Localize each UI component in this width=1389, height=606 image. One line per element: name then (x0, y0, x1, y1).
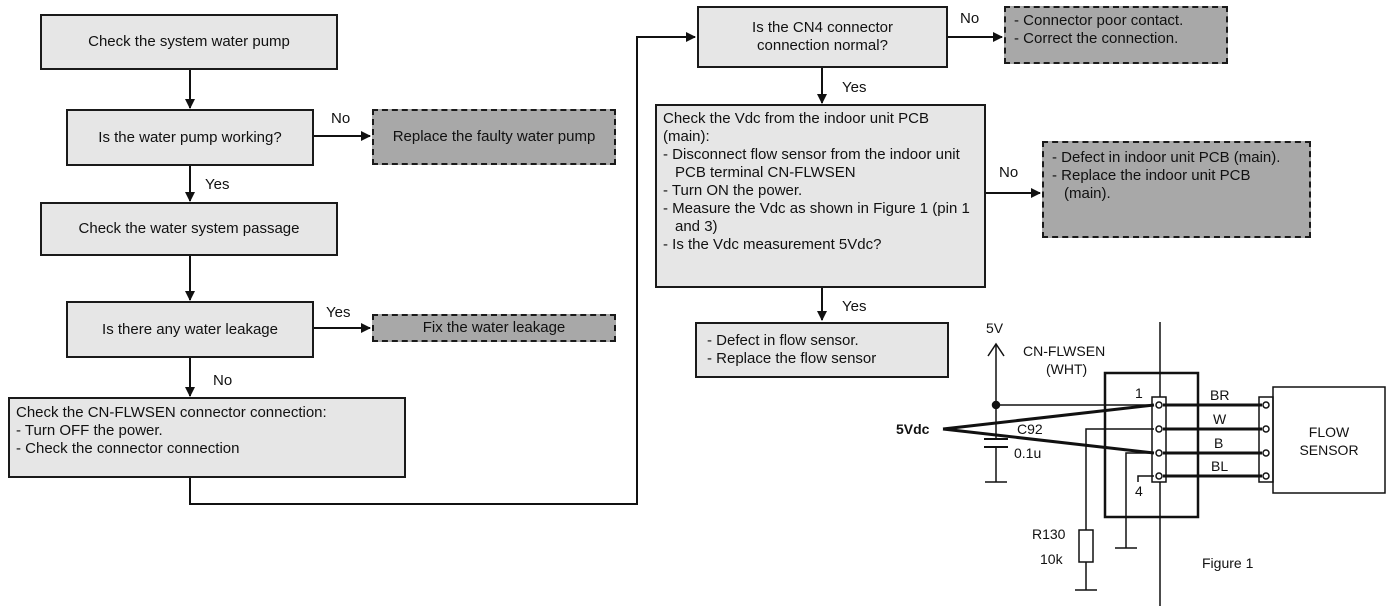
result-replace-pump: Replace the faulty water pump (372, 109, 616, 165)
decision-cn4: Is the CN4 connector connection normal? (697, 6, 948, 68)
label-yes-cn4: Yes (842, 79, 867, 96)
step-check-pump-text: Check the system water pump (88, 33, 290, 50)
step-check-connector-item: - Turn OFF the power. (16, 422, 163, 439)
result-fix-leak: Fix the water leakage (372, 314, 616, 342)
label-sensor-line1: FLOW (1309, 424, 1350, 440)
decision-leakage: Is there any water leakage (66, 301, 314, 358)
result-cn4-no-list: - Connector poor contact. - Correct the … (1014, 12, 1218, 48)
sensor-pin-strip (1258, 396, 1274, 483)
label-wire-b: B (1214, 435, 1223, 451)
result-pcb-defect: - Defect in indoor unit PCB (main). - Re… (1042, 141, 1311, 238)
step-check-vdc-item: - Disconnect flow sensor from the indoor… (663, 146, 960, 181)
result-pcb-defect-list: - Defect in indoor unit PCB (main). - Re… (1052, 149, 1301, 203)
label-pin-1: 1 (1135, 385, 1143, 401)
connector-pin-strip (1151, 396, 1167, 483)
label-no-vdc: No (999, 164, 1019, 181)
connector-housing (1103, 371, 1200, 519)
step-check-passage-text: Check the water system passage (78, 220, 300, 237)
label-wire-bl: BL (1211, 458, 1228, 474)
label-supply: 5V (986, 320, 1004, 336)
label-no-cn4: No (960, 10, 980, 27)
step-check-pump: Check the system water pump (40, 14, 338, 70)
label-capacitor-ref: C92 (1017, 421, 1043, 437)
label-wire-br: BR (1210, 387, 1229, 403)
label-sensor-line2: SENSOR (1299, 442, 1358, 458)
flow-sensor-box (1272, 386, 1386, 494)
result-sensor-defect-item: - Replace the flow sensor (707, 350, 877, 367)
result-replace-pump-text: Replace the faulty water pump (392, 128, 596, 145)
decision-pump-working: Is the water pump working? (66, 109, 314, 166)
result-sensor-defect-list: - Defect in flow sensor. - Replace the f… (707, 332, 937, 368)
result-fix-leak-text: Fix the water leakage (422, 319, 566, 336)
label-yes-pump: Yes (205, 176, 230, 193)
supply-arrow (987, 342, 1005, 357)
decision-cn4-text: Is the CN4 connector connection normal? (752, 19, 893, 54)
step-check-vdc-title: Check the Vdc from the indoor unit PCB (… (663, 110, 929, 145)
step-check-passage: Check the water system passage (40, 202, 338, 256)
result-sensor-defect-item: - Defect in flow sensor. (707, 332, 859, 349)
step-check-vdc-item: - Turn ON the power. (663, 182, 803, 199)
label-pin-4: 4 (1135, 483, 1143, 499)
result-cn4-no: - Connector poor contact. - Correct the … (1004, 6, 1228, 64)
label-connector-name: CN-FLWSEN (1023, 343, 1105, 359)
label-yes-leak: Yes (326, 304, 351, 321)
resistor-r130 (1078, 529, 1094, 563)
result-cn4-no-item: - Connector poor contact. (1014, 12, 1184, 29)
decision-pump-working-text: Is the water pump working? (98, 128, 282, 146)
result-sensor-defect: - Defect in flow sensor. - Replace the f… (695, 322, 949, 378)
result-pcb-defect-item: - Replace the indoor unit PCB (main). (1052, 167, 1251, 202)
step-check-connector: Check the CN-FLWSEN connector connection… (8, 397, 406, 478)
step-check-connector-item: - Check the connector connection (16, 440, 240, 457)
decision-leakage-text: Is there any water leakage (102, 320, 278, 338)
step-check-connector-list: - Turn OFF the power. - Check the connec… (16, 422, 398, 458)
result-pcb-defect-item: - Defect in indoor unit PCB (main). (1052, 149, 1281, 166)
label-connector-color: (WHT) (1046, 361, 1087, 377)
label-yes-vdc: Yes (842, 298, 867, 315)
label-resistor-val: 10k (1040, 551, 1064, 567)
label-resistor-ref: R130 (1032, 526, 1066, 542)
label-capacitor-val: 0.1u (1014, 445, 1041, 461)
label-no-leak: No (213, 372, 233, 389)
figure-caption: Figure 1 (1202, 555, 1254, 571)
result-cn4-no-item: - Correct the connection. (1014, 30, 1179, 47)
step-check-vdc-list: - Disconnect flow sensor from the indoor… (663, 146, 978, 254)
step-check-vdc-item: - Measure the Vdc as shown in Figure 1 (… (663, 200, 970, 235)
step-check-vdc: Check the Vdc from the indoor unit PCB (… (655, 104, 986, 288)
label-wire-w: W (1213, 411, 1227, 427)
step-check-vdc-item: - Is the Vdc measurement 5Vdc? (663, 236, 882, 253)
label-measure: 5Vdc (896, 421, 930, 437)
step-check-connector-title: Check the CN-FLWSEN connector connection… (16, 404, 327, 421)
label-no-pump: No (331, 110, 351, 127)
